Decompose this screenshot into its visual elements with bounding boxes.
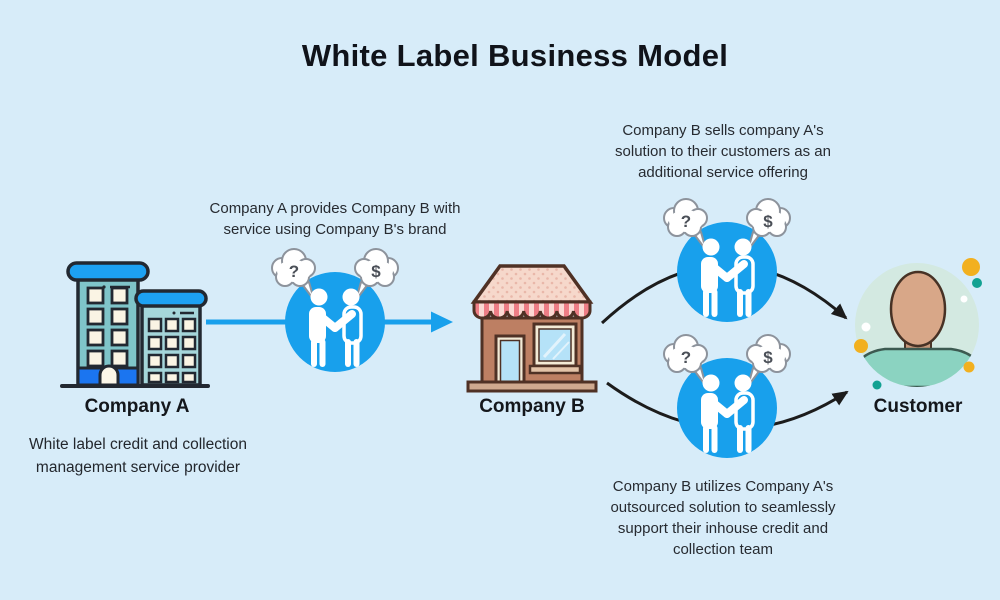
- question-symbol: ?: [681, 348, 691, 367]
- dollar-bubble-icon: [746, 334, 791, 387]
- caption-line: additional service offering: [638, 164, 808, 181]
- question-bubble-icon: [271, 248, 316, 301]
- handshake-circle: [285, 272, 385, 372]
- caption-line: support their inhouse credit and: [617, 520, 829, 537]
- company-a-description: White label credit and collection manage…: [8, 433, 268, 479]
- handshake-icon-bottom: ? $: [663, 334, 791, 458]
- handshake-people-icon: [701, 374, 755, 453]
- company-b-label: Company B: [479, 396, 585, 417]
- question-symbol: ?: [289, 262, 299, 281]
- company-a-building-icon: [60, 261, 210, 388]
- description-line: management service provider: [35, 459, 241, 476]
- handshake-icon-a-b: ? $: [271, 248, 399, 372]
- dollar-symbol: $: [763, 212, 773, 231]
- dollar-bubble-icon: [746, 198, 791, 251]
- handshake-circle: [677, 222, 777, 322]
- caption-line: collection team: [672, 541, 774, 558]
- company-a-label: Company A: [84, 396, 190, 417]
- caption-line: Company A provides Company B with: [209, 200, 461, 217]
- caption-line: service using Company B's brand: [223, 221, 447, 238]
- handshake-icon-top: ? $: [663, 198, 791, 322]
- customer-avatar: [854, 258, 982, 390]
- caption-line: solution to their customers as an: [615, 143, 831, 160]
- question-bubble-icon: [663, 334, 708, 387]
- caption-b-to-customer-top: Company B sells company A's solution to …: [593, 120, 853, 183]
- dollar-bubble-icon: [354, 248, 399, 301]
- description-line: White label credit and collection: [29, 436, 247, 453]
- caption-line: Company B sells company A's: [622, 122, 824, 139]
- handshake-circle: [677, 358, 777, 458]
- handshake-people-icon: [701, 238, 755, 317]
- company-b-store-icon: [466, 264, 598, 393]
- caption-line: outsourced solution to seamlessly: [610, 499, 836, 516]
- dollar-symbol: $: [371, 262, 381, 281]
- caption-line: Company B utilizes Company A's: [612, 478, 834, 495]
- question-bubble-icon: [663, 198, 708, 251]
- dollar-symbol: $: [763, 348, 773, 367]
- caption-b-to-customer-bottom: Company B utilizes Company A's outsource…: [588, 476, 858, 560]
- caption-a-to-b: Company A provides Company B with servic…: [199, 198, 471, 240]
- question-symbol: ?: [681, 212, 691, 231]
- page-title: White Label Business Model: [301, 38, 729, 73]
- decorative-dots: [854, 258, 982, 390]
- handshake-people-icon: [309, 288, 363, 367]
- customer-label: Customer: [873, 396, 963, 417]
